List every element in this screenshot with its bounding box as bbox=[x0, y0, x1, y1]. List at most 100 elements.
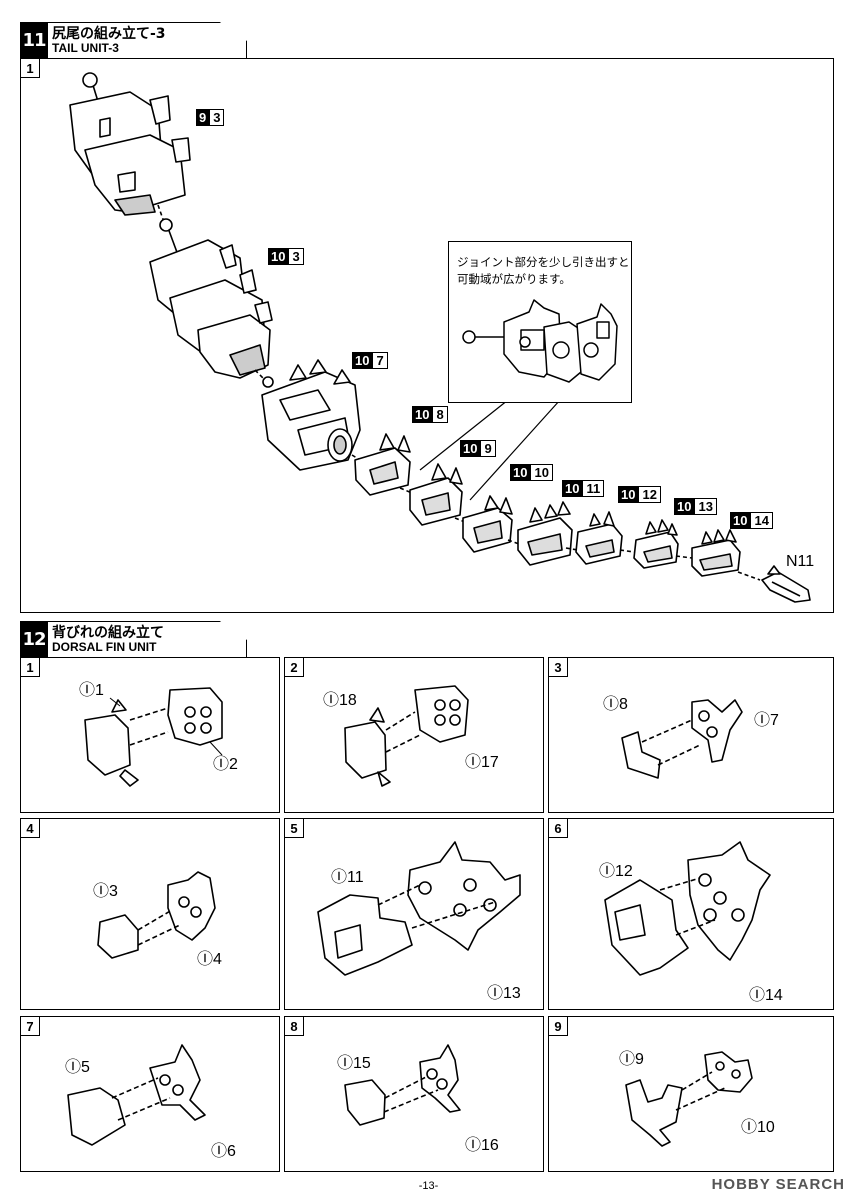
tag-runner: 10 bbox=[618, 486, 639, 503]
step-panel-4: 4 Ⓘ3 Ⓘ4 bbox=[20, 818, 280, 1010]
step8-drawing bbox=[344, 1044, 461, 1126]
part-label-b: Ⓘ4 bbox=[197, 951, 222, 968]
step7-drawing bbox=[67, 1044, 206, 1146]
part-label-b: Ⓘ2 bbox=[213, 756, 238, 773]
step4-drawing bbox=[97, 871, 216, 959]
tail-segment-1013 bbox=[633, 519, 679, 569]
section-title-en: DORSAL FIN UNIT bbox=[52, 640, 157, 654]
step1-drawing bbox=[84, 687, 223, 787]
tag-runner: 10 bbox=[510, 464, 531, 481]
part-label-b: Ⓘ17 bbox=[465, 754, 499, 771]
step-panel-7: 7 Ⓘ5 Ⓘ6 bbox=[20, 1016, 280, 1172]
tail-segment-1012 bbox=[575, 511, 623, 565]
part-label-b: Ⓘ7 bbox=[754, 712, 779, 729]
tag-part: 9 bbox=[480, 440, 496, 457]
tail-segment-107 bbox=[261, 359, 361, 471]
step9-drawing bbox=[625, 1051, 753, 1147]
tag-part: 7 bbox=[372, 352, 388, 369]
part-label-a: Ⓘ11 bbox=[331, 869, 364, 886]
part-label-n11: N11 bbox=[786, 553, 815, 570]
part-label-a: Ⓘ15 bbox=[337, 1055, 371, 1072]
part-label-a: Ⓘ3 bbox=[93, 883, 118, 900]
tail-tip-n11 bbox=[761, 565, 811, 603]
watermark-logo: HOBBY SEARCH bbox=[711, 1176, 845, 1193]
page-number: -13- bbox=[418, 1180, 439, 1192]
tag-part: 14 bbox=[750, 512, 773, 529]
tag-runner: 10 bbox=[674, 498, 695, 515]
tag-part: 3 bbox=[209, 109, 225, 126]
tail-segment-1011 bbox=[517, 501, 573, 566]
tag-runner: 10 bbox=[562, 480, 583, 497]
part-label-a: Ⓘ9 bbox=[619, 1051, 644, 1068]
step-number: 4 bbox=[20, 818, 40, 838]
step-number: 5 bbox=[284, 818, 304, 838]
section-number: 12 bbox=[20, 621, 48, 657]
tail-segment-1010 bbox=[462, 495, 513, 553]
tag-runner: 10 bbox=[352, 352, 373, 369]
part-label-b: Ⓘ6 bbox=[211, 1143, 236, 1160]
tag-runner: 10 bbox=[730, 512, 751, 529]
step-number: 2 bbox=[284, 657, 304, 677]
callout-line-1: ジョイント部分を少し引き出すと bbox=[457, 255, 630, 269]
tag-part: 11 bbox=[582, 480, 605, 497]
step-number: 7 bbox=[20, 1016, 40, 1036]
part-label-b: Ⓘ14 bbox=[749, 987, 783, 1004]
step3-drawing bbox=[621, 699, 743, 779]
step5-drawing bbox=[317, 841, 521, 976]
part-label-a: Ⓘ12 bbox=[599, 863, 633, 880]
step-number: 9 bbox=[548, 1016, 568, 1036]
section-12-header: 12 背びれの組み立て DORSAL FIN UNIT bbox=[20, 621, 255, 659]
section-title-jp: 背びれの組み立て bbox=[52, 625, 164, 641]
step-number: 1 bbox=[20, 657, 40, 677]
tail-segment-93 bbox=[69, 72, 191, 216]
part-label-a: Ⓘ18 bbox=[323, 692, 357, 709]
part-label-b: Ⓘ10 bbox=[741, 1119, 775, 1136]
part-label-a: Ⓘ5 bbox=[65, 1059, 90, 1076]
part-label-b: Ⓘ16 bbox=[465, 1137, 499, 1154]
section-title-jp: 尻尾の組み立て-3 bbox=[52, 26, 166, 42]
tag-runner: 10 bbox=[268, 248, 289, 265]
tag-runner: 10 bbox=[412, 406, 433, 423]
section-title-en: TAIL UNIT-3 bbox=[52, 41, 119, 55]
part-label-b: Ⓘ13 bbox=[487, 985, 521, 1002]
step-number: 3 bbox=[548, 657, 568, 677]
step-panel-6: 6 Ⓘ12 Ⓘ14 bbox=[548, 818, 834, 1010]
tail-segment-108 bbox=[354, 433, 411, 496]
step6-drawing bbox=[604, 841, 771, 976]
part-label-a: Ⓘ8 bbox=[603, 696, 628, 713]
tag-part: 13 bbox=[694, 498, 717, 515]
step-panel-3: 3 Ⓘ8 Ⓘ7 bbox=[548, 657, 834, 813]
step-panel-2: 2 Ⓘ18 Ⓘ17 bbox=[284, 657, 544, 813]
joint-tip-callout: ジョイント部分を少し引き出すと 可動域が広がります。 bbox=[448, 241, 632, 403]
joint-detail-drawing bbox=[462, 299, 618, 383]
tag-part: 3 bbox=[288, 248, 304, 265]
tag-part: 12 bbox=[638, 486, 661, 503]
step-panel-9: 9 Ⓘ9 Ⓘ10 bbox=[548, 1016, 834, 1172]
part-label-a: Ⓘ1 bbox=[79, 682, 104, 699]
tail-segment-1014 bbox=[691, 529, 741, 577]
tag-runner: 10 bbox=[460, 440, 481, 457]
step-number: 8 bbox=[284, 1016, 304, 1036]
tag-part: 10 bbox=[530, 464, 553, 481]
tag-runner: 9 bbox=[196, 109, 210, 126]
section-11-header: 11 尻尾の組み立て-3 TAIL UNIT-3 bbox=[20, 22, 255, 60]
step-panel-8: 8 Ⓘ15 Ⓘ16 bbox=[284, 1016, 544, 1172]
section-number: 11 bbox=[20, 22, 48, 58]
tail-segment-109 bbox=[409, 463, 463, 526]
tag-part: 8 bbox=[432, 406, 448, 423]
step-number: 6 bbox=[548, 818, 568, 838]
step-number: 1 bbox=[20, 58, 40, 78]
step2-drawing bbox=[344, 685, 469, 787]
